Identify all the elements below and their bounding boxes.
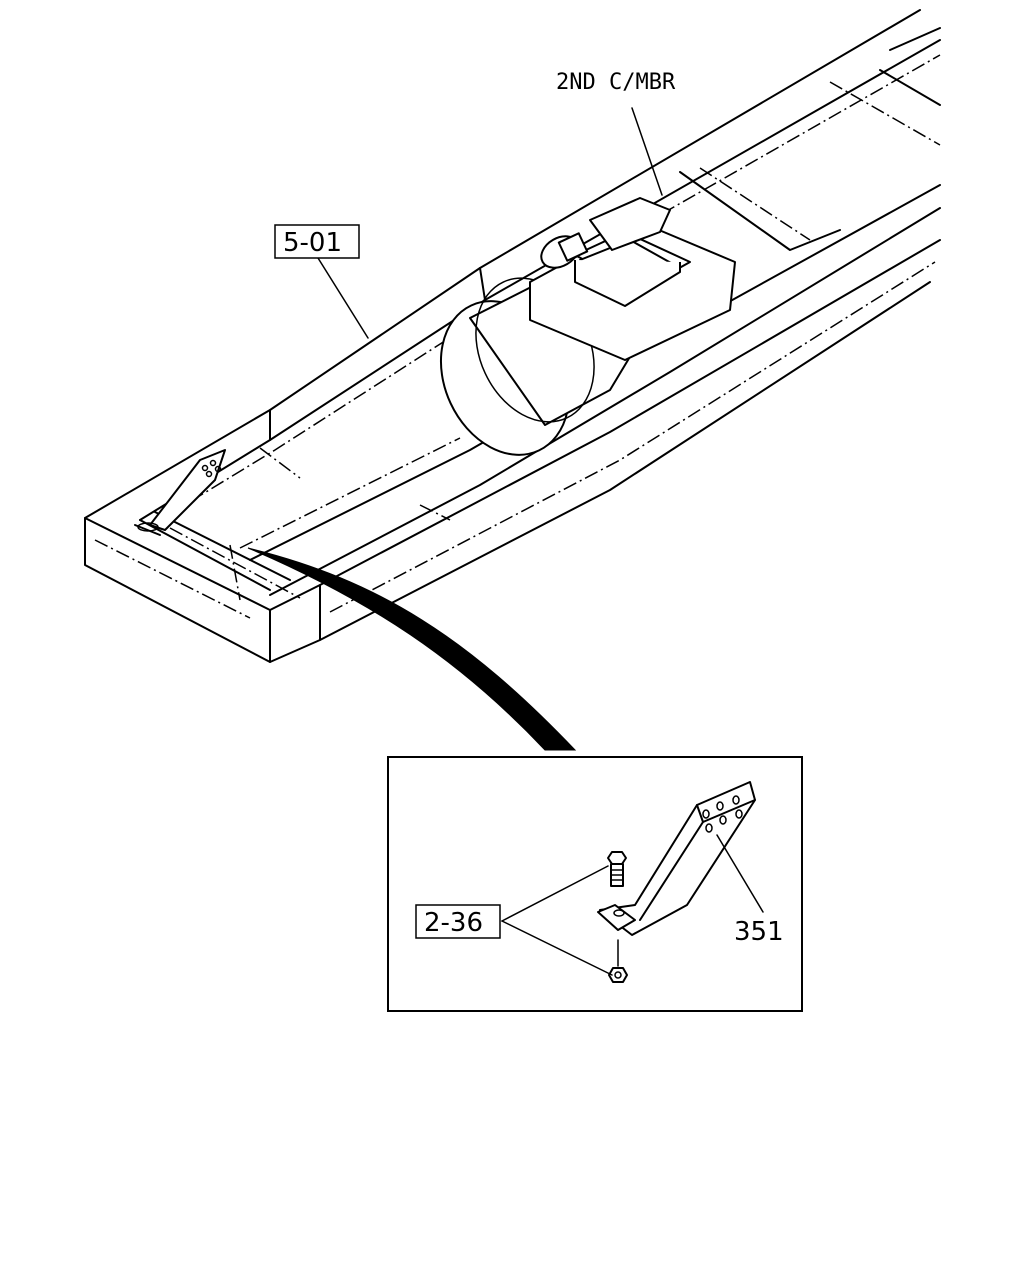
tank-assembly — [439, 197, 736, 456]
washer-icon — [613, 909, 625, 917]
detail-frame — [387, 756, 803, 1012]
bracket-on-frame — [134, 449, 226, 536]
fastener-leader-bolt — [501, 865, 609, 922]
fastener-leader-nut — [501, 920, 613, 976]
chassis-frame — [84, 9, 941, 663]
frame-ref-leader — [317, 257, 369, 339]
nut-icon — [608, 967, 628, 983]
bracket-351 — [597, 781, 756, 936]
bracket-part-number: 351 — [734, 917, 784, 947]
bracket-leader — [716, 834, 764, 913]
frame-reference-label: 5-01 — [283, 228, 342, 258]
detail-view: 2-36 351 — [387, 756, 803, 1012]
crossmember-leader — [631, 107, 663, 196]
detail-pointer-arrow — [247, 547, 577, 751]
crossmember-label: 2ND C/MBR — [556, 70, 676, 95]
fastener-reference-box[interactable]: 2-36 — [415, 904, 501, 939]
frame-reference-box[interactable]: 5-01 — [274, 224, 360, 259]
fastener-reference-label: 2-36 — [424, 908, 483, 938]
bolt-icon — [607, 851, 627, 887]
